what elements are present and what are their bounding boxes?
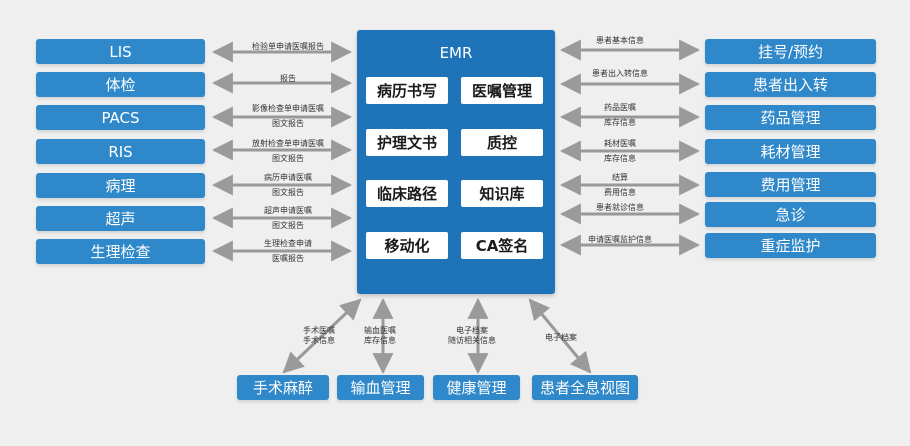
left-arrow-label-lis: 检验单申请医嘱报告 bbox=[252, 42, 324, 51]
box-label: 手术麻醉 bbox=[252, 379, 313, 397]
right-system-emergency: 急诊 bbox=[705, 202, 876, 227]
box-label: 生理检查 bbox=[90, 243, 151, 261]
bottom-arrow-label-transfusion: 输血医嘱库存信息 bbox=[364, 326, 396, 345]
bottom-arrow-label-health: 电子档案随访相关信息 bbox=[448, 326, 496, 345]
box-label: 患者全息视图 bbox=[539, 379, 630, 397]
bottom-system-patient-holographic-view: 患者全息视图 bbox=[532, 375, 638, 400]
left-arrow-label-pathology: 病历申请医嘱图文报告 bbox=[264, 173, 312, 197]
box-label: 重症监护 bbox=[760, 237, 821, 255]
left-arrow-label-ris: 放射检查单申请医嘱图文报告 bbox=[252, 139, 324, 163]
right-system-icu: 重症监护 bbox=[705, 233, 876, 258]
left-system-pacs: PACS bbox=[36, 105, 205, 130]
right-system-registration: 挂号/预约 bbox=[705, 39, 876, 64]
module-mobility: 移动化 bbox=[366, 232, 448, 259]
right-arrow-label-icu: 申请医嘱监护信息 bbox=[588, 235, 652, 244]
left-system-lis: LIS bbox=[36, 39, 205, 64]
left-arrow-label-pacs: 影像检查单申请医嘱图文报告 bbox=[252, 104, 324, 128]
right-arrow-label-registration: 患者基本信息 bbox=[596, 36, 644, 45]
left-arrow-label-exam: 报告 bbox=[280, 74, 296, 83]
emr-title: EMR bbox=[439, 44, 473, 62]
module-medical-record-writing: 病历书写 bbox=[366, 77, 448, 104]
bottom-system-surgery-anesthesia: 手术麻醉 bbox=[237, 375, 329, 400]
box-label: 病理 bbox=[105, 177, 136, 195]
left-system-physiology: 生理检查 bbox=[36, 239, 205, 264]
left-arrow-label-ultrasound: 超声申请医嘱图文报告 bbox=[264, 206, 312, 230]
module-nursing-documents: 护理文书 bbox=[366, 129, 448, 156]
box-label: 耗材管理 bbox=[760, 143, 821, 161]
right-system-consumables: 耗材管理 bbox=[705, 139, 876, 164]
box-label: 体检 bbox=[105, 76, 136, 94]
bottom-system-health-management: 健康管理 bbox=[433, 375, 520, 400]
module-knowledge-base: 知识库 bbox=[461, 180, 543, 207]
right-system-pharmacy: 药品管理 bbox=[705, 105, 876, 130]
box-label: 超声 bbox=[105, 210, 136, 228]
bottom-system-blood-transfusion: 输血管理 bbox=[337, 375, 424, 400]
box-label: 挂号/预约 bbox=[757, 43, 824, 61]
left-system-physical-exam: 体检 bbox=[36, 72, 205, 97]
right-arrow-label-pharmacy: 药品医嘱库存信息 bbox=[604, 103, 636, 127]
box-label: RIS bbox=[108, 142, 133, 161]
box-label: 费用管理 bbox=[760, 176, 821, 194]
module-quality-control: 质控 bbox=[461, 129, 543, 156]
left-arrow-label-physiology: 生理检查申请医嘱报告 bbox=[264, 239, 312, 263]
left-system-ris: RIS bbox=[36, 139, 205, 164]
box-label: 药品管理 bbox=[760, 109, 821, 127]
right-system-admission-transfer: 患者出入转 bbox=[705, 72, 876, 97]
box-label: 患者出入转 bbox=[752, 76, 828, 94]
box-label: LIS bbox=[109, 42, 132, 61]
bottom-arrow-label-holographic: 电子档案 bbox=[545, 333, 577, 342]
right-arrow-label-emergency: 患者就诊信息 bbox=[596, 203, 644, 212]
box-label: 健康管理 bbox=[446, 379, 507, 397]
bottom-arrow-surgery bbox=[282, 298, 362, 374]
left-system-ultrasound: 超声 bbox=[36, 206, 205, 231]
module-order-management: 医嘱管理 bbox=[461, 77, 543, 104]
emr-core-block: EMR 病历书写 医嘱管理 护理文书 质控 临床路径 知识库 移动化 CA签名 bbox=[357, 30, 555, 294]
module-ca-signature: CA签名 bbox=[461, 232, 543, 259]
right-system-billing: 费用管理 bbox=[705, 172, 876, 197]
right-arrow-label-admission: 患者出入转信息 bbox=[592, 69, 648, 78]
left-system-pathology: 病理 bbox=[36, 173, 205, 198]
bottom-arrow-label-surgery: 手术医嘱手术信息 bbox=[303, 326, 335, 345]
module-clinical-pathway: 临床路径 bbox=[366, 180, 448, 207]
box-label: 输血管理 bbox=[350, 379, 411, 397]
box-label: 急诊 bbox=[775, 206, 806, 224]
right-arrow-label-billing: 结算费用信息 bbox=[604, 173, 636, 197]
right-arrow-label-consumables: 耗材医嘱库存信息 bbox=[604, 139, 636, 163]
bottom-arrow-holographic bbox=[528, 298, 592, 374]
box-label: PACS bbox=[101, 108, 140, 127]
